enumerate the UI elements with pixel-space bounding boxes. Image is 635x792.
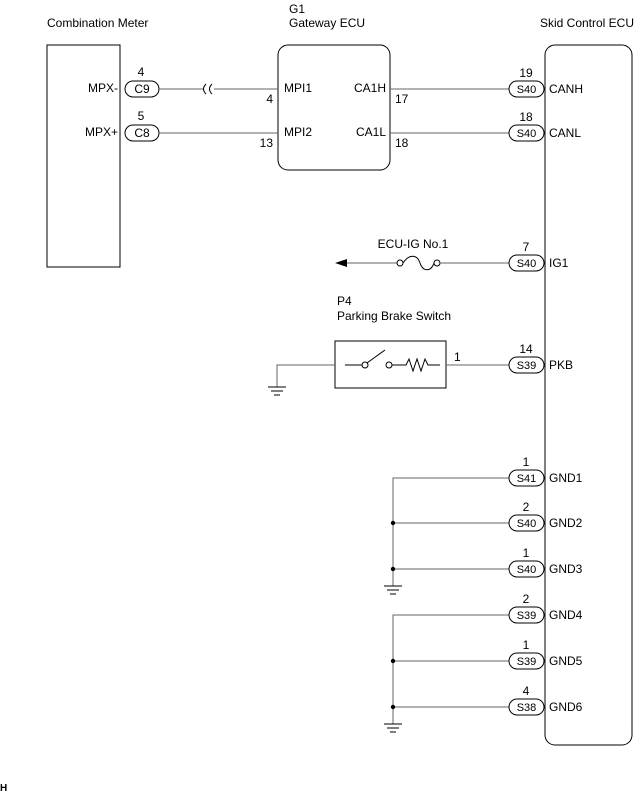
skid-pin-number-gnd4: 2	[523, 592, 530, 606]
gateway-pin-mpi2: MPI2	[284, 125, 312, 139]
ground-symbol-switch	[268, 386, 286, 396]
connector-canl	[508, 124, 545, 142]
skid-control-ecu-box	[544, 44, 633, 746]
gateway-pin-ca1h: CA1H	[354, 81, 386, 95]
connector-gnd3	[508, 560, 545, 578]
switch-contact-left	[361, 361, 369, 369]
connector-label-gnd6: S38	[517, 702, 537, 714]
skid-pin-label-gnd6: GND6	[549, 700, 583, 714]
gateway-pin-number-13: 13	[260, 136, 274, 150]
skid-pin-label-canl: CANL	[549, 126, 581, 140]
meter-pin-label-mpx-plus: MPX+	[85, 125, 118, 139]
connector-label-gnd1: S41	[517, 473, 537, 485]
skid-pin-number-gnd1: 1	[523, 455, 530, 469]
gateway-pin-number-17: 17	[395, 92, 409, 106]
skid-pin-label-gnd5: GND5	[549, 654, 583, 668]
connector-label-pkb: S39	[517, 360, 537, 372]
gateway-pin-ca1l: CA1L	[356, 125, 386, 139]
resistor-symbol	[392, 357, 440, 373]
skid-pin-number-gnd3: 1	[523, 546, 530, 560]
connector-label-gnd3: S40	[517, 564, 537, 576]
gateway-ecu-code: G1	[289, 2, 305, 16]
splice-gnd5	[390, 658, 396, 664]
fuse-terminal-right	[433, 259, 441, 267]
gateway-ecu-title: Gateway ECU	[289, 16, 365, 30]
connector-gnd6	[508, 698, 545, 716]
skid-pin-number-ig1: 7	[523, 240, 530, 254]
switch-pin-number: 1	[454, 350, 461, 364]
fuse-label: ECU-IG No.1	[378, 237, 449, 251]
connector-label-canh: S40	[517, 84, 537, 96]
switch-blade	[366, 349, 386, 364]
skid-pin-label-pkb: PKB	[549, 358, 573, 372]
arrow-head	[335, 259, 347, 267]
connector-ig1	[508, 254, 545, 272]
skid-pin-label-gnd1: GND1	[549, 471, 583, 485]
connector-pkb	[508, 356, 545, 374]
splice-gnd3	[390, 566, 396, 572]
connector-gnd4	[508, 606, 545, 624]
connector-label-gnd4: S39	[517, 610, 537, 622]
skid-pin-number-gnd6: 4	[523, 684, 530, 698]
switch-contact-right	[385, 361, 393, 369]
skid-pin-label-ig1: IG1	[549, 256, 569, 270]
connector-label-gnd2: S40	[517, 518, 537, 530]
parking-brake-switch-code: P4	[337, 294, 352, 308]
ground-symbol-1	[384, 585, 402, 595]
skid-pin-number-canl: 18	[519, 110, 533, 124]
combination-meter-box	[46, 44, 121, 268]
connector-label-gnd5: S39	[517, 656, 537, 668]
gateway-pin-number-18: 18	[395, 136, 409, 150]
skid-pin-label-gnd2: GND2	[549, 516, 583, 530]
skid-pin-label-gnd3: GND3	[549, 562, 583, 576]
meter-pin-label-mpx-minus: MPX-	[88, 81, 118, 95]
ground-symbol-2	[384, 723, 402, 733]
ground-bus-2	[392, 614, 509, 724]
combination-meter-title: Combination Meter	[47, 16, 148, 30]
splice-gnd6	[390, 704, 396, 710]
gateway-ecu-box	[277, 44, 391, 171]
parking-brake-switch-title: Parking Brake Switch	[337, 309, 451, 323]
skid-pin-label-canh: CANH	[549, 82, 583, 96]
skid-pin-number-gnd5: 1	[523, 638, 530, 652]
connector-label-canl: S40	[517, 128, 537, 140]
meter-pin-number-4: 4	[138, 65, 145, 79]
connector-c8-label: C8	[134, 126, 150, 140]
ground-bus-1	[392, 477, 509, 586]
wire-switch-ground	[276, 364, 335, 387]
connector-c9-label: C9	[134, 82, 150, 96]
fuse-terminal-left	[396, 259, 404, 267]
skid-pin-label-gnd4: GND4	[549, 608, 583, 622]
gateway-pin-number-4: 4	[266, 92, 273, 106]
fuse-symbol	[402, 255, 435, 271]
connector-gnd2	[508, 514, 545, 532]
meter-pin-number-5: 5	[138, 109, 145, 123]
skid-pin-number-canh: 19	[519, 66, 533, 80]
skid-control-ecu-title: Skid Control ECU	[540, 16, 634, 30]
gateway-pin-mpi1: MPI1	[284, 81, 312, 95]
skid-pin-number-gnd2: 2	[523, 500, 530, 514]
connector-label-ig1: S40	[517, 258, 537, 270]
splice-gnd2	[390, 520, 396, 526]
connector-gnd1	[508, 469, 545, 487]
connector-canh	[508, 80, 545, 98]
skid-pin-number-pkb: 14	[519, 342, 533, 356]
figure-code: H	[0, 783, 7, 792]
wire-break-mark	[203, 83, 213, 95]
connector-gnd5	[508, 652, 545, 670]
